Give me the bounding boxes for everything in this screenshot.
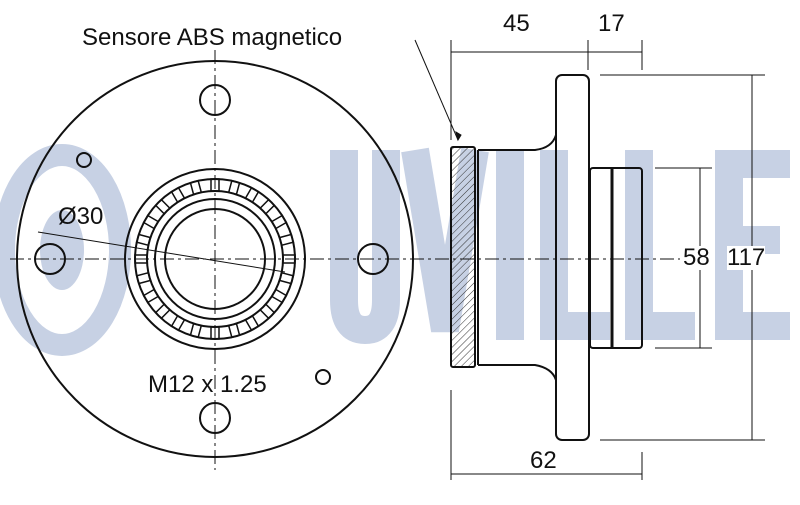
bearing-roller — [154, 198, 171, 215]
bearing-roller — [154, 303, 171, 320]
bearing-roller — [189, 179, 203, 196]
abs-sensor-label: Sensore ABS magnetico — [82, 24, 343, 51]
bearing-roller — [259, 198, 276, 215]
dim-117-label: 117 — [727, 244, 766, 271]
bearing-roller — [135, 233, 152, 247]
bearing-roller — [259, 303, 276, 320]
hub-side-view — [450, 74, 643, 441]
bearing-roller — [227, 322, 241, 339]
bearing-roller — [135, 271, 152, 285]
bearing-roller — [142, 288, 160, 304]
bearing-roller — [244, 314, 260, 332]
bearing-roller — [278, 233, 295, 247]
ruville-logo-lettering — [330, 147, 790, 345]
bearing-roller — [170, 314, 186, 332]
bearing-roller — [270, 214, 288, 230]
bearing-roller — [270, 288, 288, 304]
bearing-roller — [227, 179, 241, 196]
bearing-roller — [142, 214, 160, 230]
dim-45-label: 45 — [503, 10, 530, 37]
bearing-roller — [278, 271, 295, 285]
thread-size-label: M12 x 1.25 — [148, 371, 267, 398]
ruville-watermark — [0, 144, 790, 356]
dim-58-label: 58 — [683, 244, 710, 271]
bearing-roller — [189, 322, 203, 339]
bearing-roller — [170, 186, 186, 204]
center-lines — [10, 50, 680, 470]
bore-diameter-label: Ø30 — [58, 203, 104, 230]
dim-17-label: 17 — [598, 10, 625, 37]
bearing-roller — [244, 186, 260, 204]
dim-62-label: 62 — [530, 447, 557, 474]
